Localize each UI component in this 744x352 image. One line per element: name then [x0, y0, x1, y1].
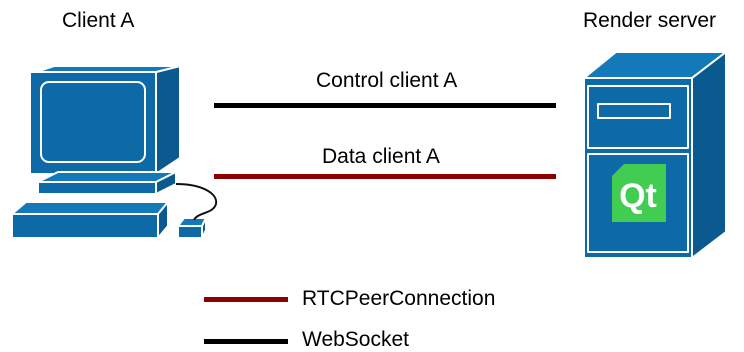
legend-websocket-label: WebSocket [302, 328, 409, 351]
computer-icon [11, 65, 218, 239]
server-icon: Qt [583, 51, 727, 259]
control-connection-label: Control client A [316, 69, 458, 92]
websocket-connection-line [214, 103, 556, 108]
server-title: Render server [583, 9, 717, 32]
qt-logo-text: Qt [619, 177, 657, 215]
client-title: Client A [62, 9, 135, 32]
legend-rtc-swatch [204, 297, 288, 302]
data-connection-label: Data client A [322, 145, 440, 168]
rtc-connection-line [214, 174, 556, 179]
legend-websocket-swatch [204, 339, 288, 344]
legend-rtc-label: RTCPeerConnection [302, 287, 496, 310]
